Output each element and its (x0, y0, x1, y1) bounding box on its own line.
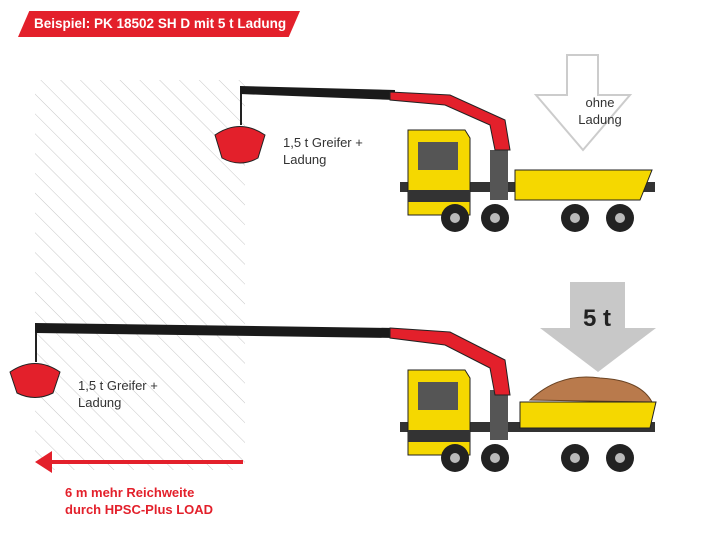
load-label-line2: Ladung (78, 395, 122, 410)
no-load-line2: Ladung (578, 112, 622, 127)
boom-bottom (35, 323, 395, 338)
load-label-line1: 1,5 t Greifer + (283, 135, 363, 150)
boom-top (240, 86, 395, 100)
reach-arrow-head (35, 451, 52, 473)
no-load-label: ohne Ladung (560, 94, 640, 128)
title-banner: Beispiel: PK 18502 SH D mit 5 t Ladung (18, 11, 300, 37)
grab-top (214, 126, 266, 164)
grab-bottom (9, 363, 61, 398)
arrow-5t-load (540, 282, 656, 372)
load-label-top: 1,5 t Greifer + Ladung (283, 134, 363, 168)
title-text: Beispiel: PK 18502 SH D mit 5 t Ladung (34, 16, 287, 31)
arrow-no-load (533, 54, 633, 152)
reach-note-line2: durch HPSC-Plus LOAD (65, 502, 214, 517)
truck-top (214, 86, 656, 233)
reach-note: 6 m mehr Reichweite durch HPSC-Plus LOAD (65, 484, 213, 518)
load-weight-label: 5 t (583, 305, 612, 332)
truck-bottom (9, 323, 657, 473)
reach-zone-hatch (35, 80, 245, 470)
load-label-line2: Ladung (283, 152, 327, 167)
crane-arm-top (389, 91, 511, 151)
load (528, 376, 653, 403)
crane-arm-bottom (389, 327, 511, 396)
reach-note-line1: 6 m mehr Reichweite (65, 485, 195, 500)
load-label-bottom: 1,5 t Greifer + Ladung (78, 377, 158, 411)
load-label-line1: 1,5 t Greifer + (78, 378, 158, 393)
no-load-line1: ohne (585, 95, 615, 110)
